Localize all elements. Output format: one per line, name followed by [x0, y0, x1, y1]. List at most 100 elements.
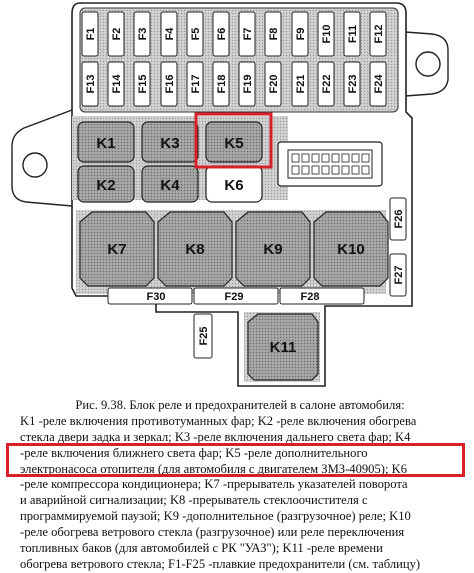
connector-pin: [351, 153, 360, 163]
caption-line-10: обогрева ветрового стекла; F1-F25 -плавк…: [20, 556, 421, 571]
connector-pin: [311, 165, 320, 175]
fuse-f3[interactable]: F3: [133, 11, 151, 57]
caption-line-7: программируемой паузой; K9 -дополнительн…: [20, 509, 411, 524]
fuse-f25-label: F25: [198, 327, 210, 346]
fuse-f29[interactable]: F29: [193, 287, 279, 305]
relay-k5-label: K5: [224, 135, 243, 152]
fuse-f15[interactable]: F15: [133, 61, 151, 107]
fuse-f17-label: F17: [190, 75, 202, 94]
fuse-f30[interactable]: F30: [107, 287, 193, 305]
fuse-f27[interactable]: F27: [389, 253, 407, 297]
fuse-f24[interactable]: F24: [369, 61, 387, 107]
multi-pin-connector: [277, 141, 383, 187]
relay-k10[interactable]: K10: [313, 211, 389, 287]
fuse-f19[interactable]: F19: [238, 61, 256, 107]
fuse-f16[interactable]: F16: [160, 61, 178, 107]
fuse-f13-label: F13: [85, 75, 97, 94]
relay-k1[interactable]: K1: [77, 121, 135, 163]
fuse-f28-label: F28: [301, 291, 320, 303]
fuse-f5[interactable]: F5: [186, 11, 204, 57]
fuse-f13[interactable]: F13: [81, 61, 99, 107]
relay-k8-label: K8: [185, 241, 204, 258]
connector-pin: [321, 165, 330, 175]
connector-pin: [291, 153, 300, 163]
connector-pin: [331, 165, 340, 175]
relay-k9-label: K9: [263, 241, 282, 258]
connector-pin: [301, 165, 310, 175]
fuse-row-bottom: F13 F14 F15 F16 F17 F18 F19 F20 F21 F22 F23 F24: [81, 61, 387, 107]
relay-k7[interactable]: K7: [79, 211, 155, 287]
fuse-f28[interactable]: F28: [279, 287, 365, 305]
caption-highlight-box: [6, 443, 465, 477]
k5-highlight-box: [194, 112, 273, 169]
fuse-f10[interactable]: F10: [317, 11, 335, 57]
fuse-f6[interactable]: F6: [212, 11, 230, 57]
relay-k11[interactable]: K11: [247, 313, 319, 381]
fuse-f21[interactable]: F21: [291, 61, 309, 107]
fuse-row-top: F1 F2 F3 F4 F5 F6 F7 F8 F9 F10 F11 F12: [81, 11, 387, 57]
fuse-f7-label: F7: [242, 28, 254, 41]
fuse-f20[interactable]: F20: [264, 61, 282, 107]
mounting-tab-left: [11, 109, 73, 207]
connector-pin: [361, 153, 370, 163]
fuse-f11[interactable]: F11: [343, 11, 361, 57]
fuse-f10-label: F10: [321, 25, 333, 44]
fuse-f19-label: F19: [242, 75, 254, 94]
fuse-relay-block-diagram: F1 F2 F3 F4 F5 F6 F7 F8 F9 F10 F11 F12 F13 F14 F15 F16…: [11, 2, 449, 387]
caption-line-1: K1 -реле включения противотуманных фар; …: [20, 413, 417, 428]
fuse-f11-label: F11: [347, 25, 359, 43]
fuse-f1[interactable]: F1: [81, 11, 99, 57]
connector-pin: [291, 165, 300, 175]
fuse-f26[interactable]: F26: [389, 197, 407, 241]
connector-pin: [351, 165, 360, 175]
fuse-f17[interactable]: F17: [186, 61, 204, 107]
fuse-f2-label: F2: [111, 28, 123, 41]
fuse-f8[interactable]: F8: [264, 11, 282, 57]
relay-k11-label: K11: [270, 339, 297, 356]
relay-k10-label: K10: [337, 241, 365, 258]
connector-pin: [311, 153, 320, 163]
caption-title: Рис. 9.38. Блок реле и предохранителей в…: [75, 398, 405, 412]
relay-k7-label: K7: [107, 241, 126, 258]
fuse-f1-label: F1: [85, 28, 97, 41]
relay-k4[interactable]: K4: [141, 165, 199, 203]
fuse-f24-label: F24: [373, 74, 385, 94]
fuse-f22[interactable]: F22: [317, 61, 335, 107]
relay-k9[interactable]: K9: [235, 211, 311, 287]
fuse-f30-label: F30: [147, 291, 166, 303]
fuse-f6-label: F6: [216, 28, 228, 41]
fuse-f12-label: F12: [373, 25, 385, 44]
relay-k8[interactable]: K8: [157, 211, 233, 287]
connector-pin: [341, 165, 350, 175]
figure-caption: Рис. 9.38. Блок реле и предохранителей в…: [20, 398, 460, 573]
fuse-f18[interactable]: F18: [212, 61, 230, 107]
relay-k1-label: K1: [96, 135, 115, 152]
caption-line-6: и аварийной сигнализации; K8 -прерывател…: [20, 493, 368, 508]
fuse-f2[interactable]: F2: [107, 11, 125, 57]
connector-pin: [321, 153, 330, 163]
relay-k3-label: K3: [160, 135, 179, 152]
fuse-f16-label: F16: [164, 75, 176, 94]
fuse-f20-label: F20: [268, 75, 280, 94]
fuse-f21-label: F21: [295, 75, 307, 94]
fuse-f8-label: F8: [268, 28, 280, 41]
fuse-f4[interactable]: F4: [160, 11, 178, 57]
caption-line-4: электронасоса отопителя (для автомобиля …: [20, 461, 407, 476]
relay-k3[interactable]: K3: [141, 121, 199, 163]
fuse-f7[interactable]: F7: [238, 11, 256, 57]
caption-line-8: -реле обогрева ветрового стекла (разгруз…: [20, 525, 405, 540]
relay-k6[interactable]: K6: [205, 165, 263, 203]
fuse-f12[interactable]: F12: [369, 11, 387, 57]
caption-line-3: -реле включения ближнего света фар; K5 -…: [20, 445, 368, 460]
fuse-f4-label: F4: [164, 27, 176, 41]
fuse-f9[interactable]: F9: [291, 11, 309, 57]
relay-k2[interactable]: K2: [77, 165, 135, 203]
fuse-f14[interactable]: F14: [107, 61, 125, 107]
fuse-f22-label: F22: [321, 75, 333, 94]
relay-k5[interactable]: K5: [205, 121, 263, 163]
fuse-f25[interactable]: F25: [193, 313, 213, 359]
fuse-f5-label: F5: [190, 28, 202, 41]
connector-pin: [301, 153, 310, 163]
fuse-f23[interactable]: F23: [343, 61, 361, 107]
